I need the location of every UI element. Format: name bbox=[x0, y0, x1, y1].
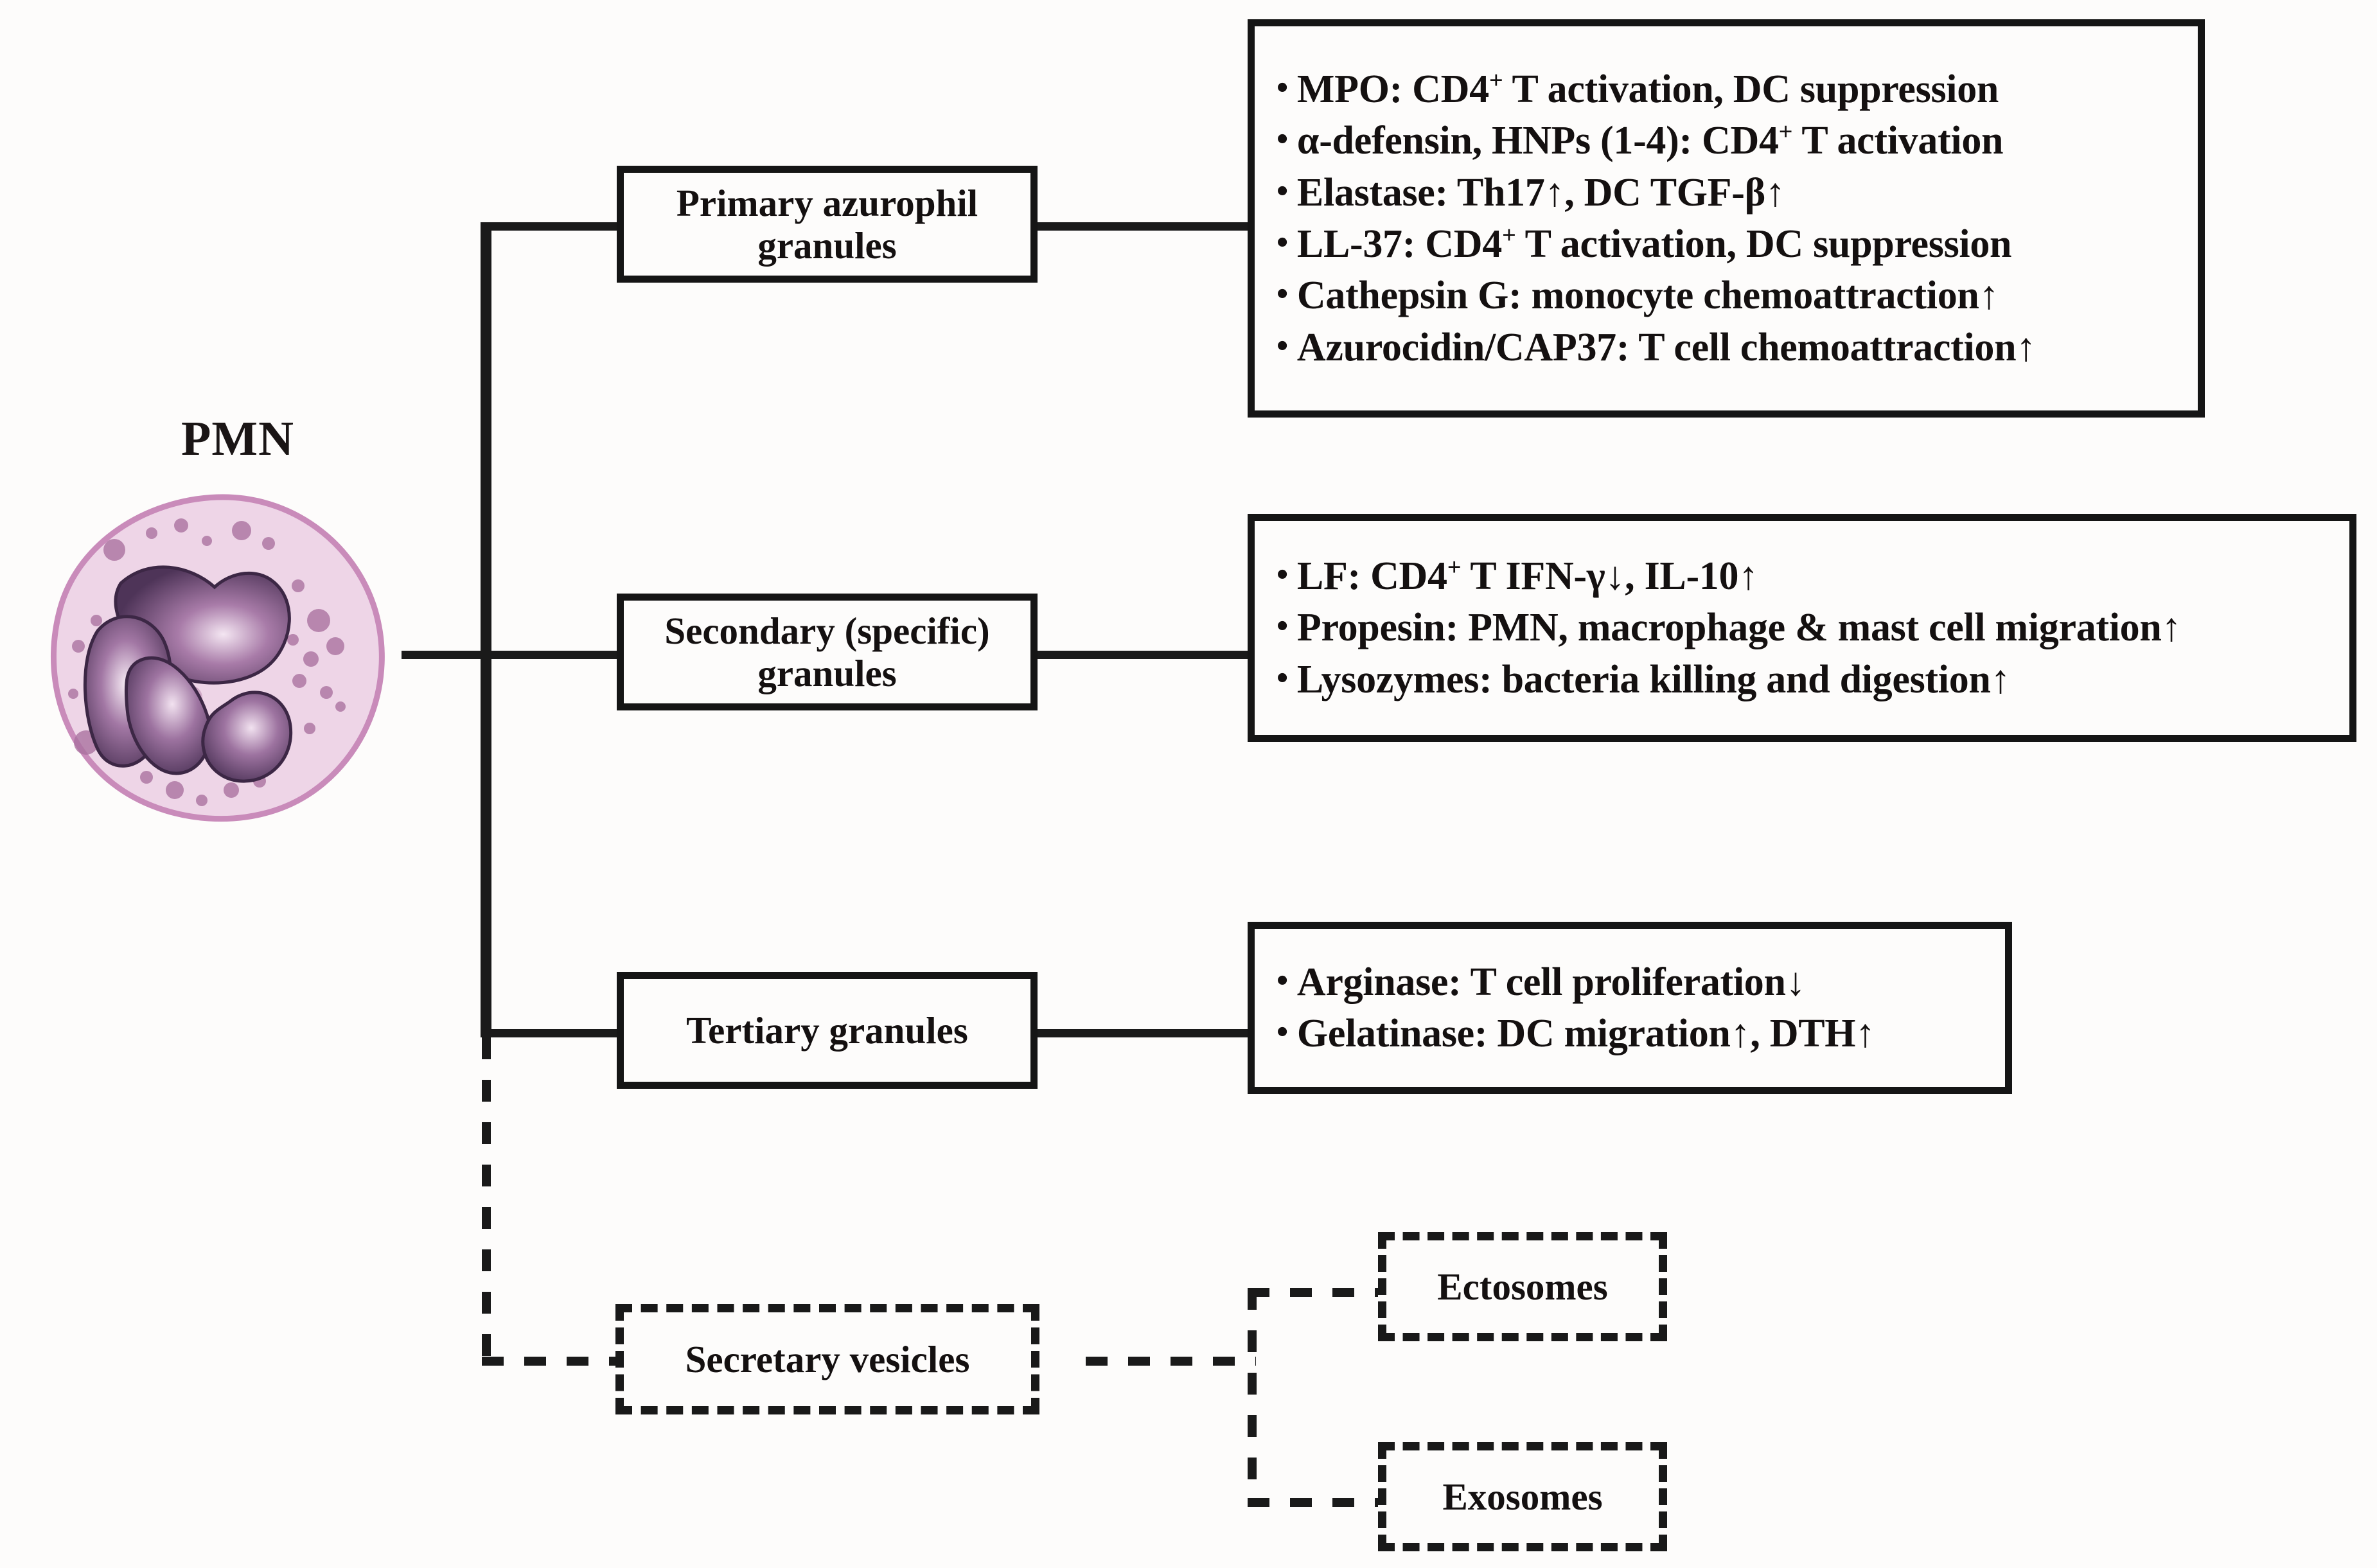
b1-0-suffix: T IFN-γ↓, IL-10↑ bbox=[1461, 554, 1758, 598]
connector-trunk-vertical bbox=[481, 222, 491, 1037]
bullet-icon: • bbox=[1277, 69, 1288, 107]
connector-split-to-ectosomes bbox=[1248, 1288, 1383, 1297]
list-item: •Cathepsin G: monocyte chemoattraction↑ bbox=[1277, 270, 2178, 321]
b2-1-prefix: Gelatinase: DC migration↑, DTH↑ bbox=[1296, 1012, 1875, 1055]
list-item: •LF: CD4+ T IFN-γ↓, IL-10↑ bbox=[1277, 551, 2330, 602]
connector-split-to-exosomes bbox=[1248, 1498, 1383, 1507]
b0-3-sup: + bbox=[1501, 222, 1516, 249]
list-item: •Propesin: PMN, macrophage & mast cell m… bbox=[1277, 602, 2330, 653]
b0-5-prefix: Azurocidin/CAP37: T cell chemoattraction… bbox=[1296, 325, 2036, 369]
bullet-icon: • bbox=[1277, 608, 1288, 645]
b2-0-prefix: Arginase: T cell proliferation↓ bbox=[1296, 960, 1806, 1004]
b0-2-prefix: Elastase: Th17↑, DC TGF-β↑ bbox=[1296, 170, 1785, 215]
list-item: •LL-37: CD4+ T activation, DC suppressio… bbox=[1277, 218, 2178, 270]
content-box-secondary: •LF: CD4+ T IFN-γ↓, IL-10↑ •Propesin: PM… bbox=[1248, 514, 2356, 742]
exosomes-label: Exosomes bbox=[1442, 1475, 1603, 1518]
label-box-exosomes[interactable]: Exosomes bbox=[1378, 1442, 1667, 1551]
ectosomes-label: Ectosomes bbox=[1437, 1265, 1608, 1308]
bullet-icon: • bbox=[1277, 327, 1288, 364]
b1-2-prefix: Lysozymes: bacteria killing and digestio… bbox=[1296, 657, 2011, 701]
b0-0-sup: + bbox=[1489, 67, 1503, 94]
list-item: •Arginase: T cell proliferation↓ bbox=[1277, 956, 1986, 1008]
label-box-secondary[interactable]: Secondary (specific) granules bbox=[617, 594, 1038, 710]
connector-cell-to-trunk bbox=[402, 651, 491, 659]
connector-trunk-to-secretory bbox=[482, 1357, 620, 1366]
connector-trunk-to-tertiary bbox=[481, 1029, 621, 1037]
b0-1-prefix: α-defensin, HNPs (1-4): CD4 bbox=[1296, 119, 1779, 163]
connector-secretory-to-split bbox=[1086, 1357, 1256, 1366]
label-box-primary[interactable]: Primary azurophil granules bbox=[617, 166, 1038, 283]
secretory-label: Secretary vesicles bbox=[685, 1337, 970, 1380]
list-item: •α-defensin, HNPs (1-4): CD4+ T activati… bbox=[1277, 115, 2178, 166]
secondary-label-line1: Secondary (specific) bbox=[664, 609, 990, 652]
label-box-tertiary[interactable]: Tertiary granules bbox=[617, 972, 1038, 1089]
connector-trunk-to-primary bbox=[481, 222, 621, 231]
bullet-icon: • bbox=[1277, 659, 1288, 696]
b1-1-prefix: Propesin: PMN, macrophage & mast cell mi… bbox=[1296, 606, 2182, 650]
b0-1-suffix: T activation bbox=[1792, 119, 2004, 163]
b0-0-suffix: T activation, DC suppression bbox=[1503, 67, 1999, 112]
b0-1-sup: + bbox=[1778, 118, 1793, 146]
bullet-icon: • bbox=[1277, 962, 1288, 999]
connector-primary-to-content bbox=[1036, 222, 1248, 231]
secondary-label-line2: granules bbox=[757, 652, 897, 694]
label-box-ectosomes[interactable]: Ectosomes bbox=[1378, 1232, 1667, 1341]
b1-0-sup: + bbox=[1447, 554, 1462, 581]
b1-0-prefix: LF: CD4 bbox=[1296, 554, 1447, 598]
b0-4-prefix: Cathepsin G: monocyte chemoattraction↑ bbox=[1296, 274, 1999, 318]
primary-label-line1: Primary azurophil bbox=[676, 181, 978, 224]
list-item: •MPO: CD4+ T activation, DC suppression bbox=[1277, 64, 2178, 115]
list-item: •Gelatinase: DC migration↑, DTH↑ bbox=[1277, 1008, 1986, 1059]
connector-secretory-split-vertical bbox=[1248, 1288, 1257, 1506]
list-item: •Lysozymes: bacteria killing and digesti… bbox=[1277, 654, 2330, 705]
bullet-icon: • bbox=[1277, 172, 1288, 209]
b0-0-prefix: MPO: CD4 bbox=[1296, 67, 1489, 112]
connector-trunk-dashed-vertical bbox=[482, 1037, 491, 1365]
connector-trunk-to-secondary bbox=[481, 651, 621, 659]
b0-3-prefix: LL-37: CD4 bbox=[1296, 222, 1502, 266]
content-box-primary: •MPO: CD4+ T activation, DC suppression … bbox=[1248, 19, 2205, 418]
tertiary-label-line1: Tertiary granules bbox=[686, 1009, 968, 1052]
bullet-icon: • bbox=[1277, 224, 1288, 261]
bullet-icon: • bbox=[1277, 276, 1288, 313]
primary-label-line2: granules bbox=[757, 224, 897, 267]
connector-secondary-to-content bbox=[1036, 651, 1248, 659]
neutrophil-cell-icon bbox=[39, 488, 398, 829]
list-item: •Azurocidin/CAP37: T cell chemoattractio… bbox=[1277, 322, 2178, 373]
bullet-icon: • bbox=[1277, 121, 1288, 158]
bullet-icon: • bbox=[1277, 1014, 1288, 1050]
connector-tertiary-to-content bbox=[1036, 1029, 1248, 1037]
label-box-secretory-vesicles[interactable]: Secretary vesicles bbox=[615, 1304, 1039, 1414]
bullet-icon: • bbox=[1277, 556, 1288, 593]
list-item: •Elastase: Th17↑, DC TGF-β↑ bbox=[1277, 167, 2178, 218]
b0-3-suffix: T activation, DC suppression bbox=[1515, 222, 2012, 266]
content-box-tertiary: •Arginase: T cell proliferation↓ •Gelati… bbox=[1248, 922, 2012, 1094]
page-title: PMN bbox=[181, 412, 295, 466]
